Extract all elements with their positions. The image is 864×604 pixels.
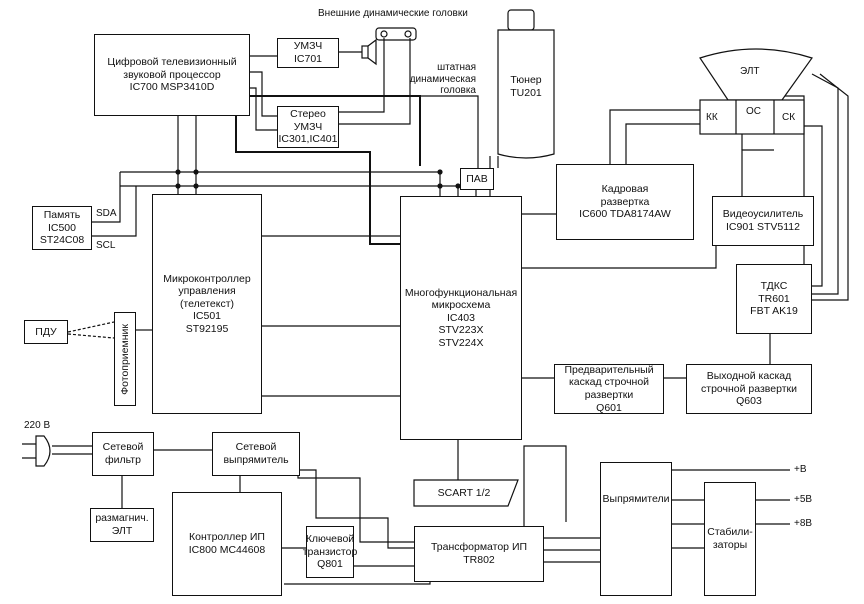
v8-label: +8В bbox=[794, 518, 813, 529]
output-stage-block: Выходной каскад строчной развертки Q603 bbox=[686, 364, 812, 414]
psu-controller-block: Контроллер ИП IC800 MC44608 bbox=[172, 492, 282, 596]
crt-label: ЭЛТ bbox=[740, 66, 760, 77]
speaker-icon bbox=[361, 38, 377, 66]
wire-trans-loop bbox=[523, 445, 567, 526]
scl-label: SCL bbox=[96, 240, 116, 251]
wire-sk-tdks bbox=[804, 125, 823, 287]
dsp-block: Цифровой телевизионный звуковой процессо… bbox=[94, 34, 250, 116]
wire-scl-memory bbox=[92, 186, 137, 237]
degauss-block: размагнич. ЭЛТ bbox=[90, 508, 154, 542]
wire-ir-beam-a bbox=[67, 321, 115, 333]
memory-block: Память IC500 ST24C08 bbox=[32, 206, 92, 250]
mains-rectifier-block: Сетевой выпрямитель bbox=[212, 432, 300, 476]
tuner-icon bbox=[497, 9, 555, 159]
crt-icon bbox=[699, 48, 813, 135]
junction-dot bbox=[437, 169, 443, 175]
v5-label: +5В bbox=[794, 494, 813, 505]
umzch-block: УМЗЧ IC701 bbox=[277, 38, 339, 68]
wire-multi-video bbox=[522, 246, 717, 269]
external-speakers-icon bbox=[375, 27, 417, 41]
scart-block: SCART 1/2 bbox=[437, 486, 491, 499]
key-transistor-block: Ключевой транзистор Q801 bbox=[303, 526, 357, 578]
wire-stereo-ext-b bbox=[339, 38, 411, 125]
junction-dot bbox=[193, 183, 199, 189]
rectifiers-block: Выпрямители bbox=[600, 462, 672, 596]
wire-rect-trans bbox=[300, 469, 414, 549]
mcu-block: Микроконтроллер управления (телетекст) I… bbox=[152, 194, 262, 414]
junction-dot bbox=[437, 183, 443, 189]
photoreceiver-label: Фотоприемник bbox=[118, 323, 131, 395]
stabilizers-block: Стабили- заторы bbox=[704, 482, 756, 596]
pav-block: ПАВ bbox=[460, 168, 494, 190]
scart-connector-shape bbox=[413, 479, 519, 507]
sda-label: SDA bbox=[96, 208, 117, 219]
kk-label: КК bbox=[706, 112, 718, 123]
remote-block: ПДУ bbox=[24, 320, 68, 344]
stereo-amp-block: Стерео УМЗЧ IC301,IC401 bbox=[277, 106, 339, 148]
wire-sda-memory bbox=[92, 172, 121, 223]
tdks-block: ТДКС TR601 FBT AK19 bbox=[736, 264, 812, 334]
os-label: ОС bbox=[746, 106, 761, 117]
junction-dot bbox=[193, 169, 199, 175]
wire-frame-crt bbox=[609, 109, 708, 164]
mains-label: 220 В bbox=[24, 420, 51, 431]
wire-frame-kk bbox=[625, 123, 700, 164]
wire-dsp-pav bbox=[400, 95, 479, 168]
junction-dot bbox=[175, 169, 181, 175]
frame-scan-block: Кадровая развертка IC600 TDA8174AW bbox=[556, 164, 694, 240]
sk-label: СК bbox=[782, 112, 796, 123]
wire-ctrl-feedback bbox=[284, 582, 431, 585]
wire-dsp-stereo-a bbox=[250, 71, 277, 117]
vplus-label: +В bbox=[794, 464, 807, 475]
tuner-block: Тюнер TU201 bbox=[510, 74, 542, 99]
wire-stereo-ext-a bbox=[339, 38, 385, 113]
photoreceiver-block: Фотоприемник bbox=[114, 312, 136, 406]
external-speakers-label: Внешние динамические головки bbox=[318, 8, 468, 19]
wire-video-crt bbox=[741, 149, 774, 196]
wire-audio-return bbox=[235, 116, 400, 245]
wire-dsp-stereo-b bbox=[250, 87, 277, 131]
mains-plug-icon bbox=[22, 435, 51, 467]
pre-stage-block: Предварительный каскад строчной развертк… bbox=[554, 364, 664, 414]
psu-transformer-block: Трансформатор ИП TR802 bbox=[414, 526, 544, 582]
wire-ir-beam-b bbox=[67, 333, 115, 339]
standard-speaker-label: штатная динамическая головка bbox=[409, 62, 476, 96]
junction-dot bbox=[455, 183, 461, 189]
video-amp-block: Видеоусилитель IC901 STV5112 bbox=[712, 196, 814, 246]
junction-dot bbox=[175, 183, 181, 189]
wire-crt-anode bbox=[812, 73, 849, 301]
multifunction-ic-block: Многофункциональная микросхема IC403 STV… bbox=[400, 196, 522, 440]
wire-crt-anode-b bbox=[811, 73, 839, 295]
mains-filter-block: Сетевой фильтр bbox=[92, 432, 154, 476]
wire-audio-dsp bbox=[236, 95, 421, 166]
